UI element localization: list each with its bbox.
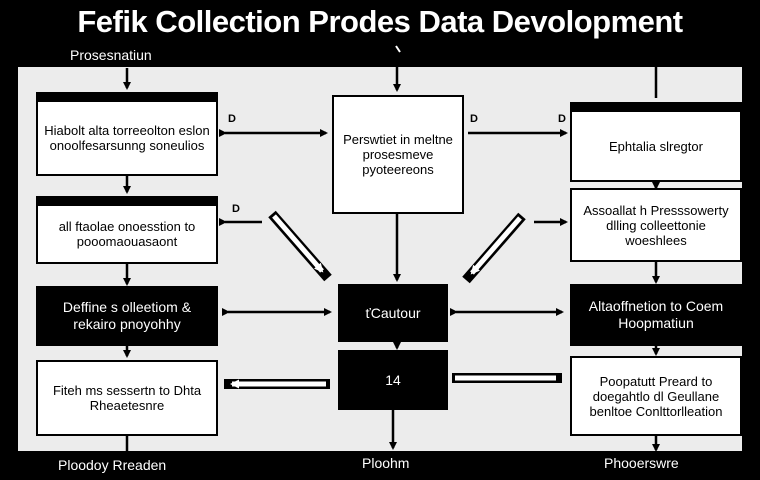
label-bottom-left: Ploodoy Rreaden bbox=[58, 457, 167, 473]
diag-arrow-right-fill bbox=[470, 216, 522, 275]
box-right-1: Ephtalia slregtor bbox=[570, 102, 742, 182]
tick-mark bbox=[395, 45, 401, 53]
tag-d-4: D bbox=[558, 113, 566, 125]
box-right-3: Altaoffnetion to Coem Hoopmatiun bbox=[570, 284, 742, 346]
diag-arrow-left-fill bbox=[272, 214, 324, 273]
label-top-left: Prosesnatiun bbox=[70, 47, 152, 63]
diagram-title: Fefik Collection Prodes Data Devolopment bbox=[77, 4, 683, 39]
tag-d-1: D bbox=[228, 113, 236, 125]
box-left-4: Fiteh ms sessertn to Dhta Rheaetesnre bbox=[36, 360, 218, 436]
tag-d-3: D bbox=[232, 203, 240, 215]
box-right-2: Assoallat h Presssowerty dlling colleett… bbox=[570, 188, 742, 262]
label-bottom-right: Phooerswre bbox=[604, 455, 679, 471]
box-left-3: Deffine s olleetiom & rekairo pnoyohhy bbox=[36, 286, 218, 346]
box-center-2: ťCautour bbox=[338, 284, 448, 342]
box-center-1: Perswtiet in meltne prosesmeve pyoteereo… bbox=[332, 95, 464, 214]
box-center-3: 14 bbox=[338, 350, 448, 410]
box-right-4: Poopatutt Preard to doegahtlo dl Geullan… bbox=[570, 356, 742, 436]
box-left-2: all ftaolae onoesstion to pooomaouasaont bbox=[36, 196, 218, 264]
label-bottom-center: Ploohm bbox=[362, 455, 410, 471]
tag-d-2: D bbox=[470, 113, 478, 125]
box-left-1: Hiabolt alta torreeolton eslon onoolfesa… bbox=[36, 92, 218, 176]
